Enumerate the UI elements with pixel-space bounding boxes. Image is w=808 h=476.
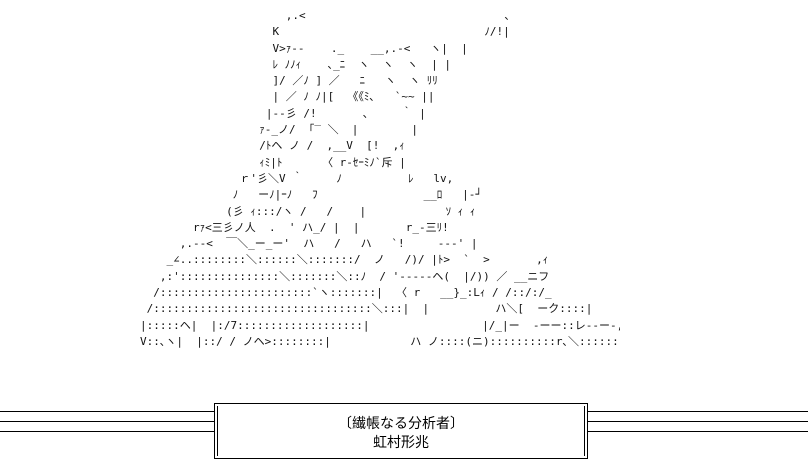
frame-line-left-3 <box>0 431 214 432</box>
frame-line-left-2 <box>0 421 214 422</box>
frame-line-right-1 <box>588 411 808 412</box>
caption-title: 〔繊帳なる分析者〕 <box>338 416 464 432</box>
caption-name: 虹村形兆 <box>373 435 429 451</box>
ascii-art-text: ,.< 、 K ﾉ/!| V>ｧ-- ._ __,.-< ヽ| | ﾚ ﾉﾉｨ … <box>140 9 620 348</box>
frame-line-right-3 <box>588 431 808 432</box>
caption-box: 〔繊帳なる分析者〕 虹村形兆 <box>214 403 588 459</box>
frame-line-right-2 <box>588 421 808 422</box>
frame-line-left-1 <box>0 411 214 412</box>
ascii-art-figure: ,.< 、 K ﾉ/!| V>ｧ-- ._ __,.-< ヽ| | ﾚ ﾉﾉｨ … <box>140 8 620 400</box>
